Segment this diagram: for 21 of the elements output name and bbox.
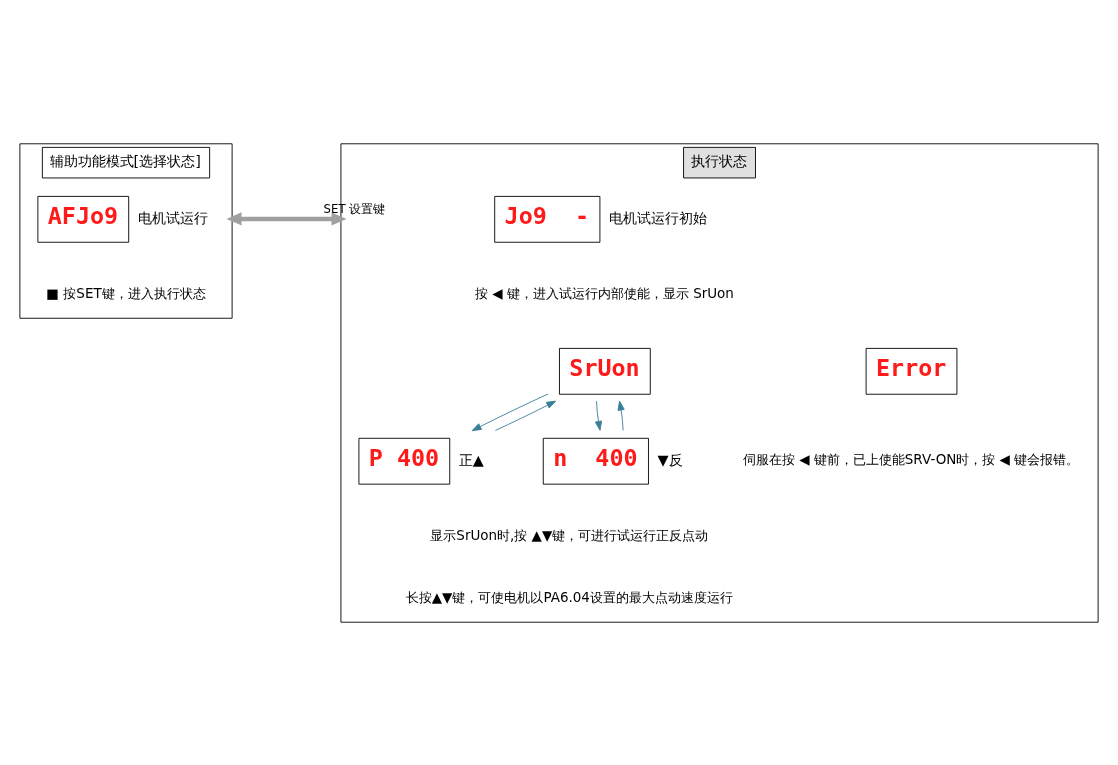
node-box: Jo9 - <box>494 195 601 243</box>
node-box: n 400 <box>542 437 649 485</box>
label: 显示SrUon时,按 ▲▼键，可进行试运行正反点动 <box>430 526 709 543</box>
node-box: P 400 <box>358 437 451 485</box>
arrow <box>617 400 625 431</box>
arrow <box>226 211 347 225</box>
label: 按 ◀ 键，进入试运行内部使能，显示 SrUon <box>474 284 734 301</box>
arrow <box>594 400 602 431</box>
node-label: ▼反 <box>657 451 683 468</box>
label: 长按▲▼键，可使电机以PA6.04设置的最大点动速度运行 <box>405 588 733 605</box>
node-box: SrUon <box>559 347 651 395</box>
arrow <box>471 393 549 431</box>
node-box: Error <box>865 347 958 395</box>
label: 伺服在按 ◀ 键前，已上使能SRV-ON时，按 ◀ 键会报错。 <box>742 450 1080 467</box>
node-box: AFJo9 <box>37 195 130 243</box>
node-label: 正▲ <box>458 451 484 468</box>
arrow <box>494 400 557 431</box>
node-label: 电机试运行 <box>137 209 208 226</box>
label: ■ 按SET键，进入执行状态 <box>46 284 206 301</box>
node-label: 电机试运行初始 <box>608 209 707 226</box>
edge-label: SET 设置键 <box>323 201 386 216</box>
